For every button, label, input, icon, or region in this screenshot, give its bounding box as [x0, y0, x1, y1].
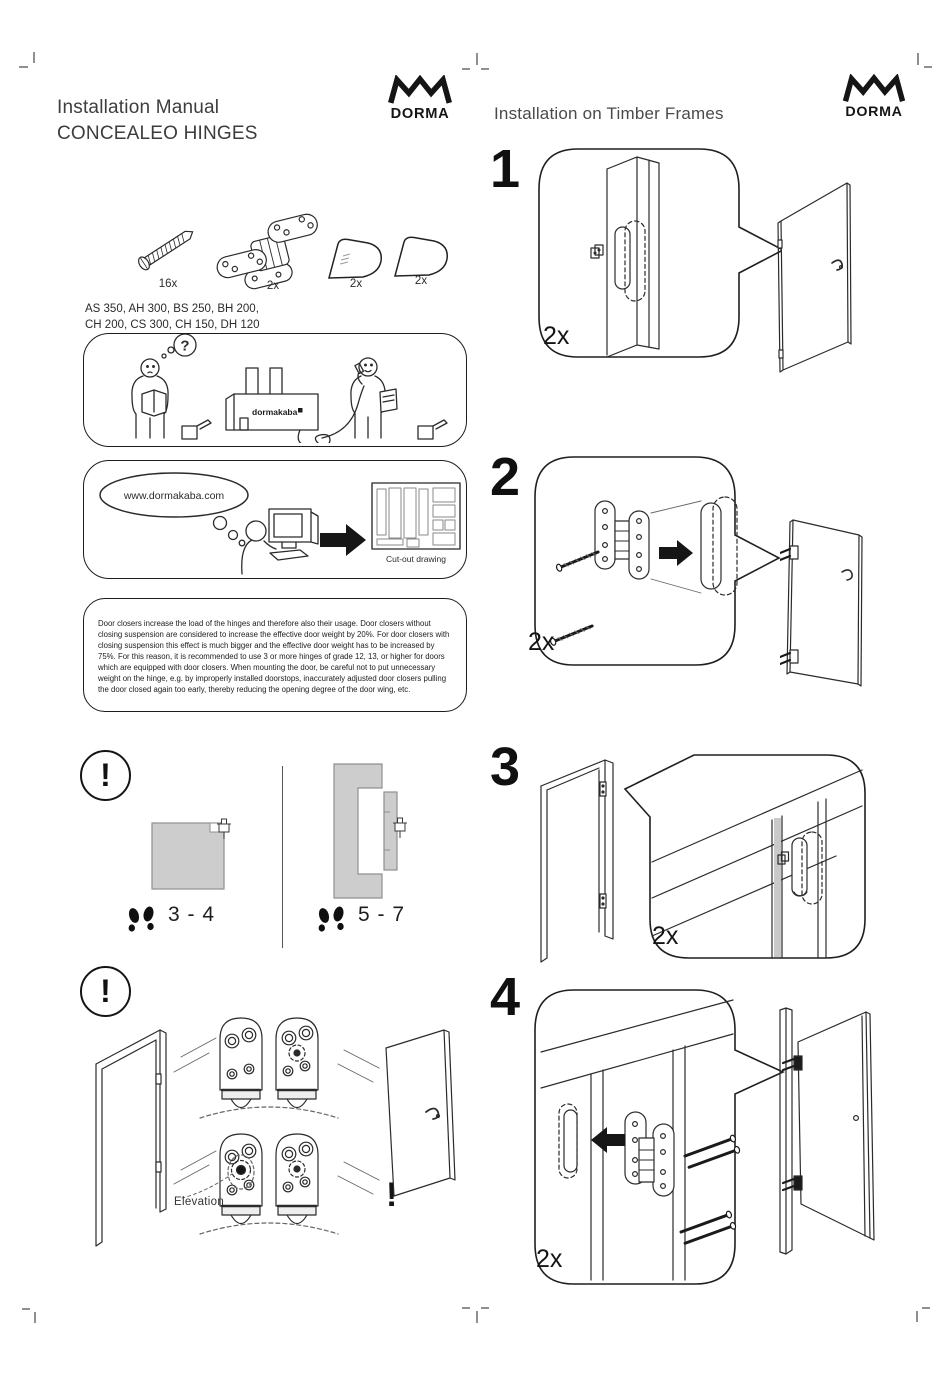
hinge-count-right: 5 - 7: [358, 903, 406, 926]
crop-mark: [476, 1311, 478, 1323]
crop-mark: [34, 1312, 36, 1323]
warning-icon: !: [80, 750, 131, 801]
step-4-qty: 2x: [536, 1245, 563, 1273]
page-title-line2: CONCEALEO HINGES: [57, 123, 258, 145]
dorma-logo: DORMA: [840, 73, 908, 124]
exclamation-mark: !: [386, 1176, 397, 1214]
exclamation-mark: !: [100, 757, 111, 793]
help-box: ? dormakaba: [83, 333, 467, 448]
website-url: www.dormakaba.com: [123, 490, 225, 502]
part-screw-qty: 16x: [158, 278, 178, 290]
crop-mark: [481, 68, 489, 70]
elevation-illustration: ! !: [86, 1012, 476, 1277]
step-2-qty: 2x: [528, 628, 555, 656]
frame-section-icon: [328, 760, 410, 907]
model-list-line2: CH 200, CS 300, CH 150, DH 120: [85, 319, 260, 332]
crop-mark: [922, 1307, 930, 1309]
step-2-detail-bubble: [533, 455, 788, 672]
crop-mark: [481, 1307, 489, 1309]
step-1-detail-bubble: [537, 147, 792, 364]
part-cover-logo-icon: [326, 236, 386, 287]
brand-text: DORMA: [391, 106, 450, 121]
crop-mark: [462, 68, 470, 70]
part-cover-logo-qty: 2x: [349, 278, 363, 290]
crop-mark: [917, 53, 919, 65]
step-1-door: [773, 178, 863, 383]
question-mark: ?: [180, 338, 189, 355]
step-2-door: [778, 508, 880, 701]
footprints-icon: [316, 905, 350, 939]
page-title-line1: Installation Manual: [57, 97, 220, 118]
part-cover-plain-icon: [392, 234, 452, 285]
elevation-label: Elevation: [174, 1196, 225, 1208]
crop-mark: [19, 66, 28, 68]
website-box-illustration: www.dormakaba.com Cu: [99, 472, 461, 575]
cutout-caption: Cut-out drawing: [386, 554, 446, 564]
dorma-crown-icon: DORMA: [388, 74, 452, 122]
step-4-detail-bubble: [533, 988, 788, 1291]
step-3-frame: [533, 750, 628, 975]
part-hinge-icon: [213, 212, 327, 299]
step-1-number: 1: [490, 139, 521, 199]
door-closer-notice-box: Door closers increase the load of the hi…: [83, 598, 467, 712]
crop-mark: [33, 52, 35, 63]
step-1-qty: 2x: [543, 322, 570, 350]
step-4-door: [768, 1000, 880, 1270]
divider: [282, 766, 283, 948]
help-box-illustration: ? dormakaba: [131, 333, 448, 448]
step-4-number: 4: [490, 967, 521, 1027]
crop-mark: [476, 53, 478, 65]
page-title: Installation Manual CONCEALEO HINGES: [57, 95, 258, 147]
step-3-detail-bubble: [622, 742, 867, 965]
footprints-icon: [126, 905, 160, 939]
part-cover-plain-qty: 2x: [414, 275, 428, 287]
door-closer-notice-text: Door closers increase the load of the hi…: [98, 619, 450, 695]
step-3-number: 3: [490, 737, 521, 797]
part-screw-icon: [130, 220, 206, 283]
door-section-small-icon: [148, 815, 243, 905]
step-2-number: 2: [490, 447, 521, 507]
dorma-crown-icon: DORMA: [842, 73, 906, 120]
website-box: www.dormakaba.com Cu: [83, 460, 467, 579]
crop-mark: [462, 1307, 470, 1309]
part-hinge-qty: 2x: [266, 280, 280, 292]
crop-mark: [916, 1311, 918, 1322]
factory-label: dormakaba: [252, 407, 298, 417]
dorma-logo: DORMA: [385, 74, 455, 126]
step-3-qty: 2x: [652, 922, 679, 950]
crop-mark: [924, 66, 932, 68]
section-title: Installation on Timber Frames: [494, 104, 724, 123]
warning-icon: !: [80, 966, 131, 1017]
model-list: AS 350, AH 300, BS 250, BH 200, CH 200, …: [85, 301, 260, 333]
exclamation-mark: !: [100, 973, 111, 1009]
crop-mark: [22, 1308, 30, 1310]
model-list-line1: AS 350, AH 300, BS 250, BH 200,: [85, 303, 259, 315]
brand-text: DORMA: [845, 104, 902, 119]
hinge-count-left: 3 - 4: [168, 903, 216, 926]
